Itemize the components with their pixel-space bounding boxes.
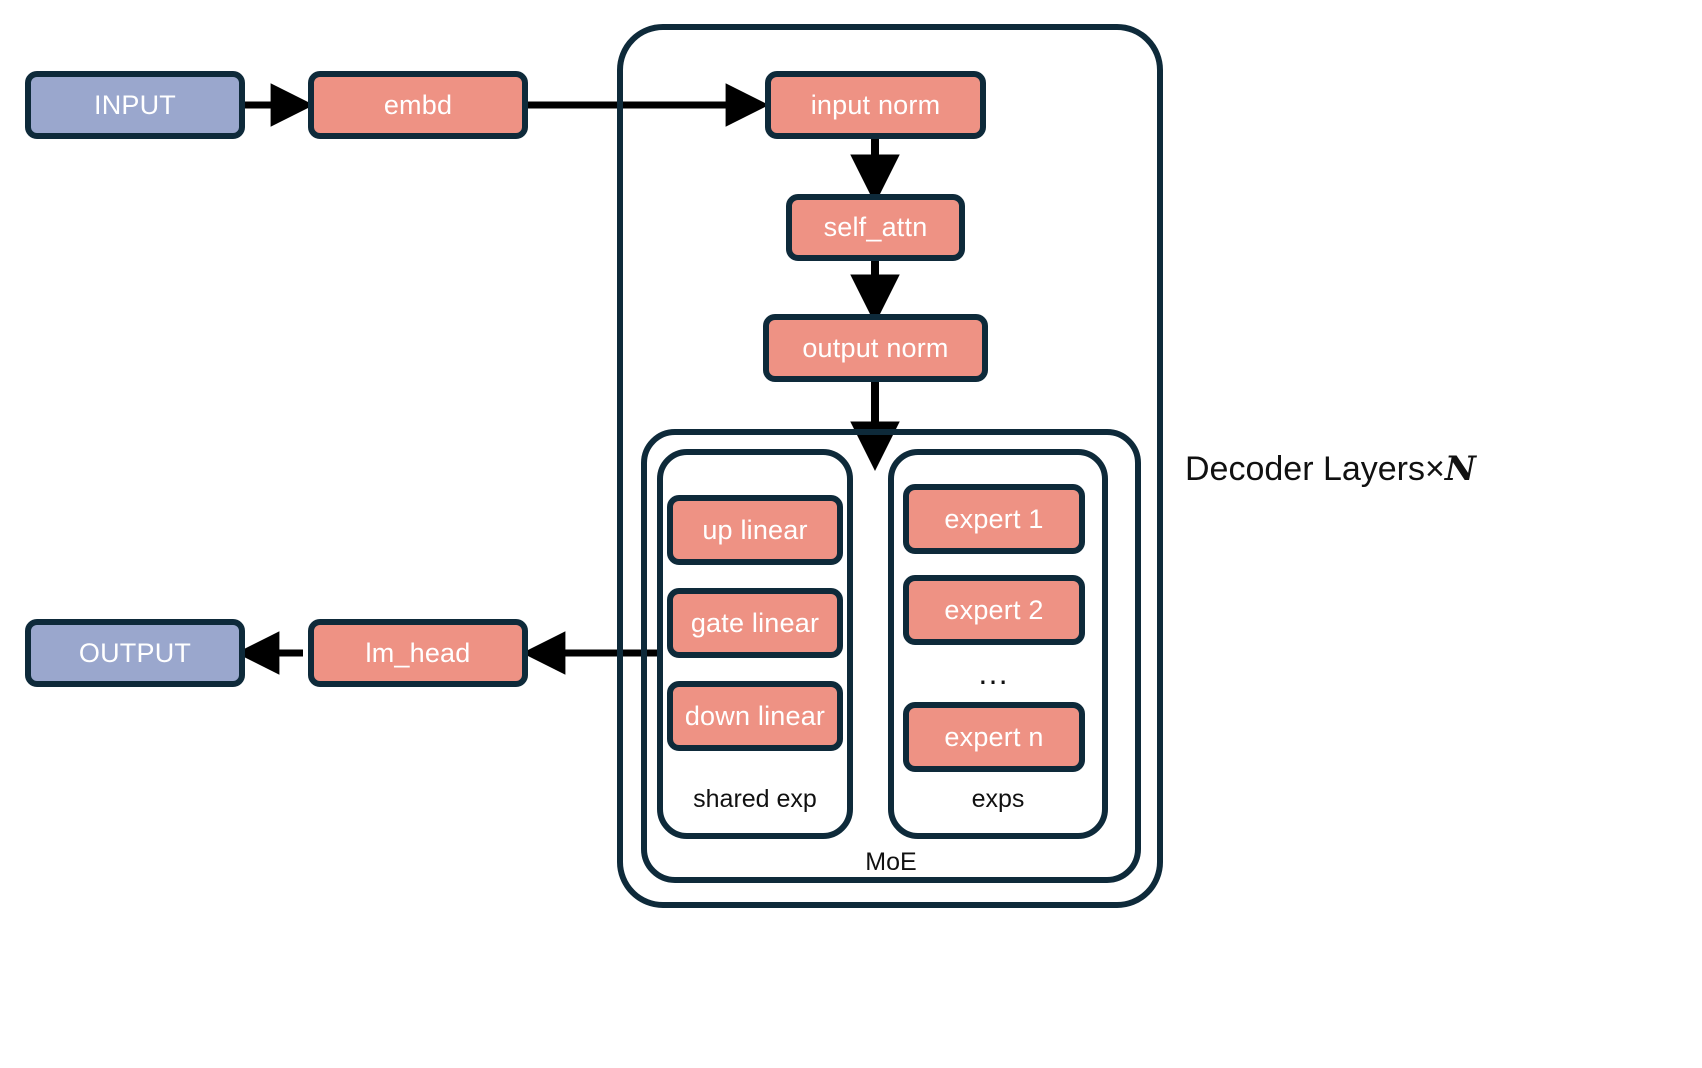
block-expert-2-label: expert 2: [944, 594, 1044, 625]
block-lm-head-label: lm_head: [365, 637, 471, 668]
block-input-norm-label: input norm: [810, 89, 941, 120]
experts-label: exps: [971, 785, 1025, 813]
group-decoder-layers: [617, 24, 1163, 908]
block-embd-label: embd: [383, 89, 453, 120]
block-expert-n-label: expert n: [944, 721, 1044, 752]
block-self-attn[interactable]: self_attn: [786, 194, 965, 261]
block-expert-1-label: expert 1: [944, 503, 1044, 534]
block-lm-head[interactable]: lm_head: [308, 619, 528, 687]
shared-expert-label: shared exp: [693, 785, 817, 813]
block-expert-1[interactable]: expert 1: [903, 484, 1085, 554]
decoder-layers-label: Decoder Layers×N: [1185, 452, 1476, 486]
block-up-linear[interactable]: up linear: [667, 495, 843, 565]
block-gate-linear[interactable]: gate linear: [667, 588, 843, 658]
block-output-norm-label: output norm: [802, 332, 949, 363]
block-input-label: INPUT: [94, 89, 176, 120]
block-gate-linear-label: gate linear: [690, 607, 820, 638]
decoder-layers-text: Decoder Layers×: [1185, 450, 1445, 488]
block-self-attn-label: self_attn: [823, 212, 928, 242]
block-input[interactable]: INPUT: [25, 71, 245, 139]
decoder-layers-count-n: N: [1444, 449, 1476, 489]
block-up-linear-label: up linear: [702, 514, 808, 545]
block-down-linear[interactable]: down linear: [667, 681, 843, 751]
group-shared-expert: [657, 449, 853, 839]
block-embd[interactable]: embd: [308, 71, 528, 139]
block-expert-2[interactable]: expert 2: [903, 575, 1085, 645]
block-down-linear-label: down linear: [684, 700, 826, 731]
moe-label: MoE: [865, 848, 917, 876]
block-input-norm[interactable]: input norm: [765, 71, 986, 139]
group-experts: [888, 449, 1108, 839]
block-expert-n[interactable]: expert n: [903, 702, 1085, 772]
block-output[interactable]: OUTPUT: [25, 619, 245, 687]
block-output-norm[interactable]: output norm: [763, 314, 988, 382]
block-output-label: OUTPUT: [78, 637, 192, 668]
experts-ellipsis: …: [977, 655, 1011, 691]
group-moe: [641, 429, 1141, 883]
